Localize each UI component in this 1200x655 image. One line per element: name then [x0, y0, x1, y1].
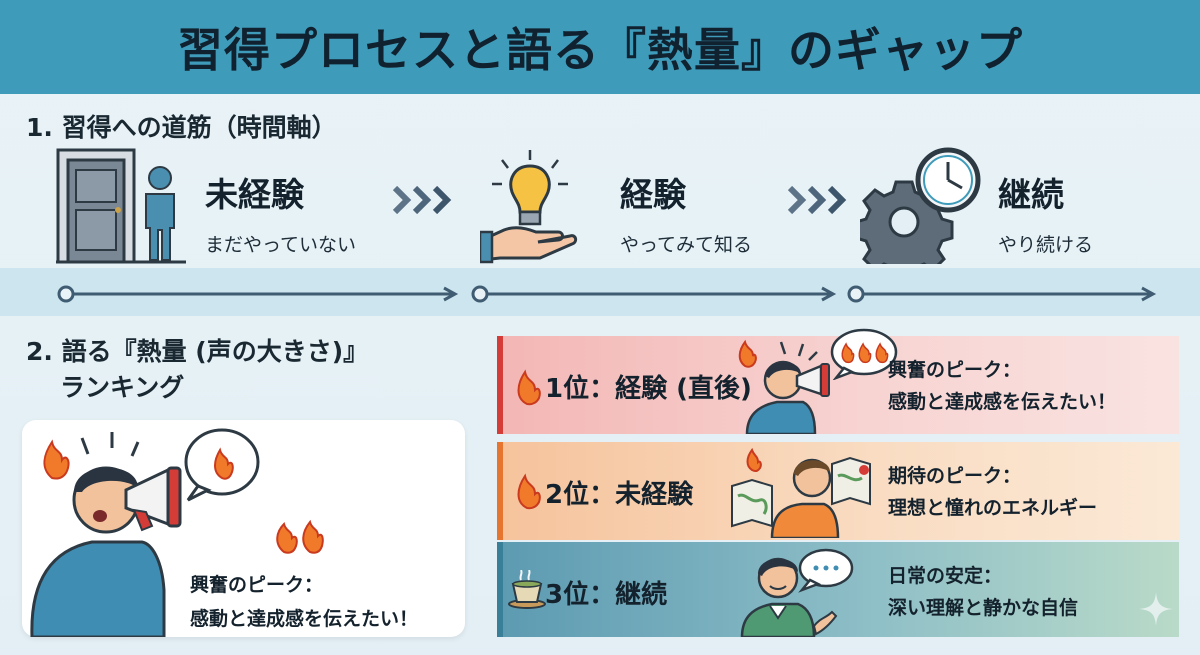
stage-name: 継続 — [998, 175, 1064, 214]
rank-row-1: 1位：経験 (直後) 興奮のピーク： 感動と達成感を伝えたい！ — [497, 328, 1179, 434]
megaphone-person-icon — [30, 428, 324, 637]
rank-desc-line1: 期待のピーク： — [888, 465, 1022, 487]
rank-desc: 興奮のピーク： 感動と達成感を伝えたい！ — [888, 354, 1116, 418]
card-text: 興奮のピーク： 感動と達成感を伝えたい！ — [190, 568, 418, 636]
chevron-right-icon — [393, 186, 452, 214]
sparkle-icon — [1139, 592, 1173, 626]
rank-label: 2位：未経験 — [545, 480, 694, 510]
rank-desc-line1: 興奮のピーク： — [888, 359, 1022, 381]
stage-sub: やり続ける — [998, 234, 1094, 256]
card-line1: 興奮のピーク： — [190, 574, 324, 596]
section2-title-line1: 2. 語る『熱量 (声の大きさ)』 — [26, 337, 369, 366]
rank-desc-line2: 深い理解と静かな自信 — [888, 597, 1079, 619]
megaphone-person-icon — [738, 339, 830, 434]
rank-label: 3位：継続 — [545, 580, 668, 610]
rank-row-2: 2位：未経験 期待のピーク： 理想と憧れのエネルギー — [497, 442, 1179, 540]
section2-title: 2. 語る『熱量 (声の大きさ)』 ランキング — [26, 334, 368, 406]
stage-sub: まだやっていない — [205, 234, 357, 256]
rank-desc: 期待のピーク： 理想と憧れのエネルギー — [888, 460, 1097, 524]
fire-icon — [517, 473, 541, 510]
gear-clock-icon — [860, 147, 981, 264]
rank-label: 1位：経験 (直後) — [545, 374, 752, 404]
calm-person-icon — [740, 548, 854, 637]
header-banner: 習得プロセスと語る『熱量』のギャップ — [0, 0, 1200, 94]
tea-cup-icon — [508, 570, 546, 609]
fire-icon — [517, 369, 541, 406]
fire-icon — [43, 439, 70, 480]
rank-desc-line2: 感動と達成感を伝えたい！ — [888, 391, 1117, 413]
section1-title: 1. 習得への道筋（時間軸） — [26, 113, 337, 142]
lightbulb-hand-icon — [480, 150, 578, 264]
door-person-icon — [56, 148, 186, 264]
timeline-band — [0, 268, 1200, 316]
rank-row-3: 3位：継続 日常の安定： 深い理解と静かな自信 — [497, 542, 1179, 637]
rank-desc-line1: 日常の安定： — [888, 565, 1003, 587]
section2-title-line2: ランキング — [60, 373, 185, 402]
stage-name: 未経験 — [205, 175, 304, 214]
stage-experience: 経験 やってみて知る — [620, 168, 752, 257]
rank-desc-line2: 理想と憧れのエネルギー — [888, 497, 1098, 519]
person-with-map-icon — [731, 447, 871, 538]
page-title: 習得プロセスと語る『熱量』のギャップ — [177, 23, 1023, 77]
card-line2: 感動と達成感を伝えたい！ — [190, 608, 419, 630]
excited-speaker-card: 興奮のピーク： 感動と達成感を伝えたい！ — [22, 420, 465, 637]
stage-continue: 継続 やり続ける — [998, 168, 1093, 257]
stage-sub: やってみて知る — [620, 234, 753, 256]
chevron-right-icon — [788, 186, 847, 214]
speech-bubble-icon — [830, 328, 898, 380]
stage-untried: 未経験 まだやっていない — [205, 168, 356, 257]
rank-desc: 日常の安定： 深い理解と静かな自信 — [888, 560, 1078, 624]
timeline-arrows — [57, 285, 1157, 303]
stage-name: 経験 — [620, 175, 686, 214]
